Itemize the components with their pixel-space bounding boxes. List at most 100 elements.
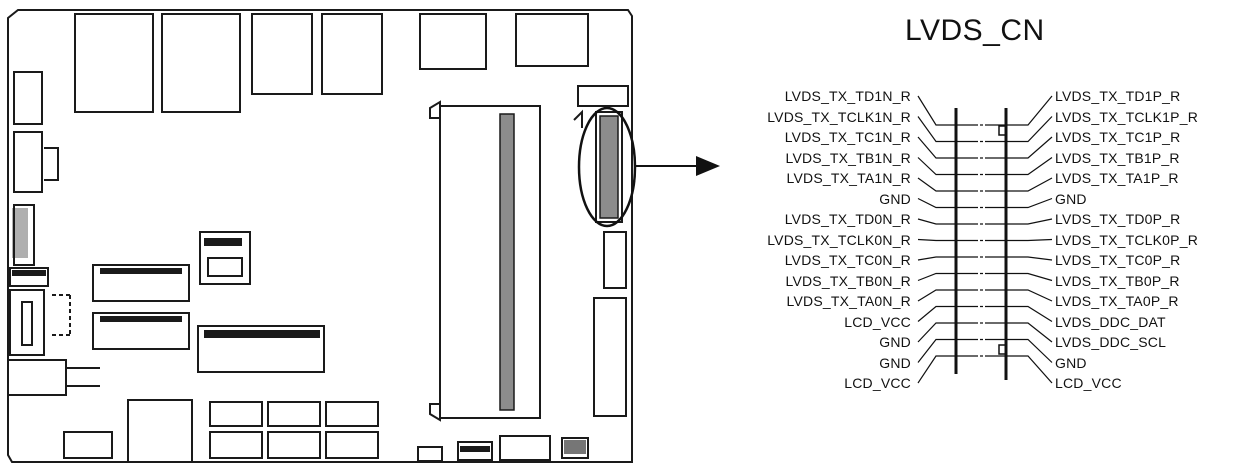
pin-label-right: LVDS_TX_TC1P_R (1055, 129, 1181, 145)
fan-connector-inner (207, 257, 243, 277)
pin-leader-left (917, 322, 975, 343)
header (92, 264, 190, 302)
sodimm-clip-top (429, 100, 441, 119)
top-connector (515, 13, 589, 67)
pin-label-left: LVDS_TX_TC0N_R (784, 252, 911, 268)
pin-leader-right (988, 272, 1053, 282)
lvds-connector-fill (599, 115, 619, 219)
pin-label-right: LVDS_TX_TB1P_R (1055, 149, 1180, 166)
pin-row (460, 446, 490, 452)
pin-row (204, 330, 320, 338)
pin-label-right: LVDS_TX_TD0P_R (1055, 211, 1181, 227)
pin-leader-right (988, 197, 1053, 209)
pin-row (100, 316, 182, 322)
pin-label-left: LVDS_TX_TC1N_R (784, 129, 911, 145)
right-clip (573, 109, 583, 128)
small-jumper (457, 441, 493, 461)
pin-row (12, 208, 28, 258)
pin-leader-right (988, 355, 1053, 384)
bottom-header (209, 431, 263, 459)
right-header (577, 85, 629, 107)
bottom-header (209, 401, 263, 427)
left-header-latch (44, 147, 59, 181)
fan-connector (199, 231, 251, 285)
pin-label-left: LVDS_TX_TCLK1N_R (767, 108, 911, 125)
small-jumper (417, 446, 443, 462)
pin-label-left: LVDS_TX_TCLK0N_R (767, 231, 911, 248)
pin-label-left: LVDS_TX_TB0N_R (785, 272, 911, 289)
pin-leader-left (917, 238, 975, 242)
audio-jack (127, 399, 193, 463)
pin-label-right: GND (1055, 190, 1087, 207)
power-jack-pins (66, 367, 100, 387)
dashed-bracket (52, 294, 71, 336)
pin-label-left: GND (879, 190, 911, 207)
pin-leader-right (988, 157, 1053, 176)
lvds-connector-body (595, 111, 623, 223)
pin-label-right: LVDS_TX_TA0P_R (1055, 293, 1179, 309)
pin-label-left: LCD_VCC (844, 313, 911, 330)
pin-leader-left (917, 272, 975, 282)
sodimm-slot-channel (499, 113, 515, 411)
pin-leader-right (988, 238, 1053, 242)
pin-label-right: LCD_VCC (1055, 375, 1122, 391)
pin-label-right: LVDS_TX_TA1P_R (1055, 170, 1179, 186)
pin-label-right: LVDS_DDC_DAT (1055, 313, 1166, 330)
top-connector (74, 13, 154, 113)
sata-port (9, 289, 45, 356)
top-connector (419, 13, 487, 70)
header (92, 312, 190, 350)
sodimm-slot (439, 105, 541, 419)
pin-label-right: LVDS_TX_TD1P_R (1055, 88, 1181, 104)
small-jumper (561, 437, 589, 459)
pin-leader-left (917, 95, 975, 126)
bottom-header (63, 431, 113, 459)
pin-leader-left (917, 256, 975, 261)
pin-label-left: LVDS_TX_TA1N_R (786, 170, 911, 186)
bottom-header (267, 431, 321, 459)
pin-leader-left (917, 197, 975, 209)
pin-leader-right (988, 322, 1053, 343)
pin-leader-right (988, 218, 1053, 225)
pin-row (204, 238, 242, 246)
pin-leader-right (988, 289, 1053, 302)
pin-leader-left (917, 289, 975, 302)
right-header (593, 297, 627, 417)
pin-label-right: LVDS_DDC_SCL (1055, 334, 1167, 350)
sodimm-clip-bottom (429, 403, 441, 422)
top-connector (251, 13, 313, 95)
header (197, 325, 325, 373)
pin-label-left: LVDS_TX_TB1N_R (785, 149, 911, 166)
pin-leader-right (988, 136, 1053, 159)
pin-row (12, 270, 46, 276)
pin-label-left: GND (879, 354, 911, 371)
pin-label-left: LVDS_TX_TD1N_R (784, 88, 911, 104)
top-connector (161, 13, 241, 113)
pin-label-right: GND (1055, 354, 1087, 371)
connector-title: LVDS_CN (905, 14, 1045, 47)
top-connector (321, 13, 383, 95)
power-jack (7, 359, 67, 396)
bottom-header (325, 401, 379, 427)
pin-label-left: LVDS_TX_TA0N_R (786, 293, 911, 309)
pin-label-right: LVDS_TX_TCLK0P_R (1055, 231, 1199, 248)
left-header (13, 131, 43, 193)
pin-label-right: LVDS_TX_TB0P_R (1055, 272, 1180, 289)
left-header (13, 204, 35, 266)
pin-leader-left (917, 218, 975, 225)
board-outline (7, 9, 633, 463)
pin-leader-right (988, 116, 1053, 143)
bottom-header (499, 435, 551, 461)
lvds-connector-schematic (917, 95, 1053, 384)
pin-leader-left (917, 157, 975, 176)
left-header (9, 267, 49, 287)
pin-leader-right (988, 95, 1053, 126)
pin-label-right: LVDS_TX_TC0P_R (1055, 252, 1181, 268)
sata-port-inner (21, 301, 33, 346)
pin-label-right: LVDS_TX_TCLK1P_R (1055, 108, 1199, 125)
pin-row (100, 268, 182, 274)
pin-label-left: LCD_VCC (844, 375, 911, 391)
pin-leader-left (917, 355, 975, 384)
right-header (603, 231, 627, 289)
pin-label-left: LVDS_TX_TD0N_R (784, 211, 911, 227)
